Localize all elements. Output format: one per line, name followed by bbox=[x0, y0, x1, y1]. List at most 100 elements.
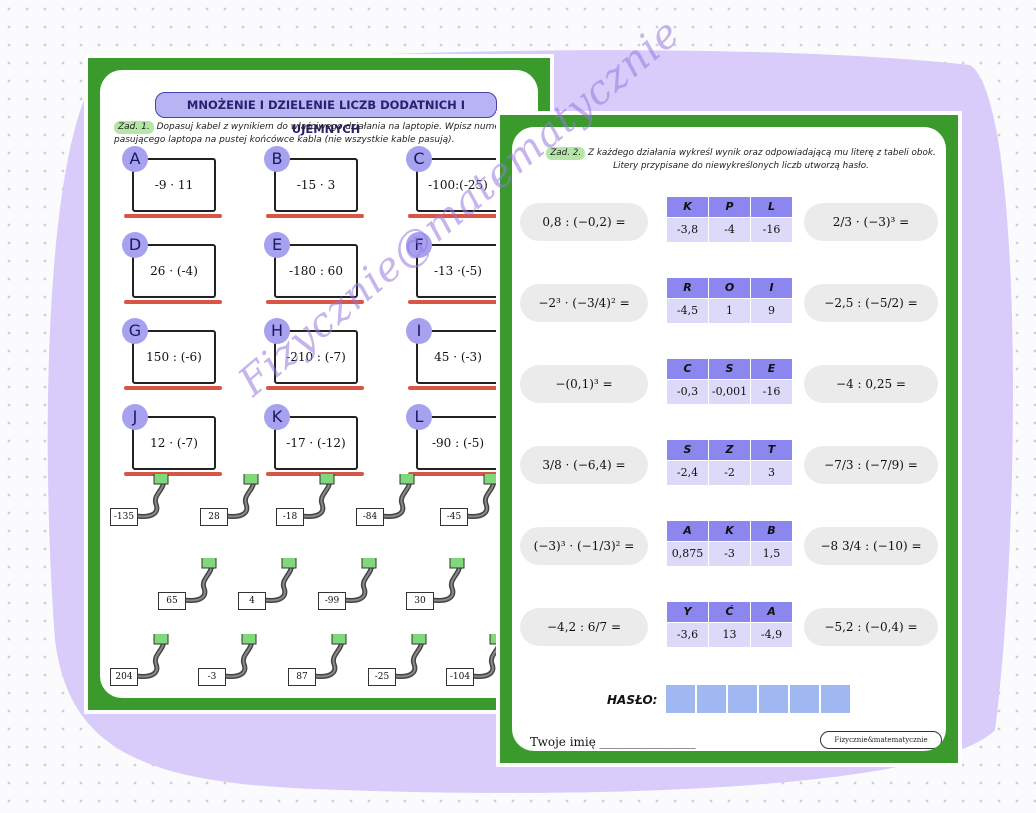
letter-cell: R bbox=[667, 278, 708, 298]
cable-end-value[interactable]: 28 bbox=[200, 508, 228, 526]
cable-icon bbox=[381, 474, 415, 519]
laptop-letter: E bbox=[264, 232, 290, 258]
task-2-text-2: Litery przypisane do niewykreślonych lic… bbox=[613, 161, 869, 171]
laptop-base bbox=[408, 300, 506, 304]
cable-end-value[interactable]: 204 bbox=[110, 668, 138, 686]
laptop-base bbox=[266, 214, 364, 218]
laptop-letter: A bbox=[122, 146, 148, 172]
value-cell[interactable]: 1,5 bbox=[751, 542, 792, 566]
laptop-letter: K bbox=[264, 404, 290, 430]
letter-cell: P bbox=[709, 197, 750, 217]
letter-cell: T bbox=[751, 440, 792, 460]
cable: 204 bbox=[110, 634, 180, 698]
value-cell[interactable]: 0,875 bbox=[667, 542, 708, 566]
laptop-expression: -100:(-25) bbox=[416, 158, 500, 212]
value-cell[interactable]: -0,001 bbox=[709, 380, 750, 404]
cable-end-value[interactable]: -135 bbox=[110, 508, 138, 526]
value-cell[interactable]: -4 bbox=[709, 218, 750, 242]
letter-cell: C bbox=[667, 359, 708, 379]
expression-right: 2/3 · (−3)³ = bbox=[804, 203, 938, 241]
letter-cell: K bbox=[667, 197, 708, 217]
laptop-base bbox=[408, 472, 506, 476]
laptop-c: -100:(-25)C bbox=[406, 146, 508, 226]
password-box[interactable] bbox=[759, 685, 788, 713]
cable-end-value[interactable]: 4 bbox=[238, 592, 266, 610]
cable-end-value[interactable]: -104 bbox=[446, 668, 474, 686]
value-cell[interactable]: -3 bbox=[709, 542, 750, 566]
laptop-letter: F bbox=[406, 232, 432, 258]
password-box[interactable] bbox=[697, 685, 726, 713]
value-cell[interactable]: -16 bbox=[751, 380, 792, 404]
value-cell[interactable]: 13 bbox=[709, 623, 750, 647]
laptop-l: -90 : (-5)L bbox=[406, 404, 508, 484]
cable-end-value[interactable]: -25 bbox=[368, 668, 396, 686]
cable: -84 bbox=[356, 474, 426, 544]
cable-end-value[interactable]: 65 bbox=[158, 592, 186, 610]
expression-left: −4,2 : 6/7 = bbox=[520, 608, 648, 646]
expression-left: 0,8 : (−0,2) = bbox=[520, 203, 648, 241]
value-cell[interactable]: 3 bbox=[751, 461, 792, 485]
cable: -3 bbox=[198, 634, 268, 698]
password-box[interactable] bbox=[790, 685, 819, 713]
cable: -99 bbox=[318, 558, 388, 628]
password-label: HASŁO: bbox=[607, 693, 658, 707]
cable-icon bbox=[135, 474, 169, 519]
letter-cell: A bbox=[751, 602, 792, 622]
cable-end-value[interactable]: 30 bbox=[406, 592, 434, 610]
worksheet-1: MNOŻENIE I DZIELENIE LICZB DODATNICH I U… bbox=[88, 58, 550, 710]
cable-end-value[interactable]: -18 bbox=[276, 508, 304, 526]
laptop-letter: C bbox=[406, 146, 432, 172]
password-box[interactable] bbox=[666, 685, 695, 713]
value-cell[interactable]: -4,9 bbox=[751, 623, 792, 647]
value-cell[interactable]: -16 bbox=[751, 218, 792, 242]
cable-icon bbox=[431, 558, 465, 603]
value-cell[interactable]: -2 bbox=[709, 461, 750, 485]
cable-icon bbox=[465, 474, 499, 519]
cable-end-value[interactable]: -3 bbox=[198, 668, 226, 686]
cable-icon bbox=[313, 634, 347, 679]
expression-left: (−3)³ · (−1/3)² = bbox=[520, 527, 648, 565]
letter-cell: S bbox=[667, 440, 708, 460]
laptop-letter: J bbox=[122, 404, 148, 430]
password-box[interactable] bbox=[728, 685, 757, 713]
task-2-text-1: Z każdego działania wykreśl wynik oraz o… bbox=[588, 148, 936, 158]
cable: -25 bbox=[368, 634, 438, 698]
laptop-expression: 12 · (-7) bbox=[132, 416, 216, 470]
expression-right: −4 : 0,25 = bbox=[804, 365, 938, 403]
cable: 30 bbox=[406, 558, 476, 628]
letter-cell: A bbox=[667, 521, 708, 541]
cable-end-value[interactable]: -45 bbox=[440, 508, 468, 526]
laptop-letter: D bbox=[122, 232, 148, 258]
cable-end-value[interactable]: -99 bbox=[318, 592, 346, 610]
letter-cell: B bbox=[751, 521, 792, 541]
expression-right: −8 3/4 : (−10) = bbox=[804, 527, 938, 565]
letter-cell: O bbox=[709, 278, 750, 298]
cable-icon bbox=[343, 558, 377, 603]
task-1-label: Zad. 1. bbox=[114, 121, 154, 134]
password-box[interactable] bbox=[821, 685, 850, 713]
value-cell[interactable]: -4,5 bbox=[667, 299, 708, 323]
letter-cell: I bbox=[751, 278, 792, 298]
cable: 28 bbox=[200, 474, 270, 544]
value-cell[interactable]: 9 bbox=[751, 299, 792, 323]
value-cell[interactable]: -3,6 bbox=[667, 623, 708, 647]
laptop-base bbox=[408, 386, 506, 390]
cable-end-value[interactable]: -84 bbox=[356, 508, 384, 526]
letter-cell: Ć bbox=[709, 602, 750, 622]
laptop-i: 45 · (-3)I bbox=[406, 318, 508, 398]
letter-cell: Z bbox=[709, 440, 750, 460]
letter-cell: K bbox=[709, 521, 750, 541]
value-cell[interactable]: -2,4 bbox=[667, 461, 708, 485]
cable-icon bbox=[225, 474, 259, 519]
value-cell[interactable]: -0,3 bbox=[667, 380, 708, 404]
value-cell[interactable]: 1 bbox=[709, 299, 750, 323]
laptop-base bbox=[266, 386, 364, 390]
cable-end-value[interactable]: 87 bbox=[288, 668, 316, 686]
laptop-d: 26 · (-4)D bbox=[122, 232, 224, 312]
task-1-instructions: Zad. 1. Dopasuj kabel z wynikiem do właś… bbox=[114, 121, 534, 147]
value-cell[interactable]: -3,8 bbox=[667, 218, 708, 242]
